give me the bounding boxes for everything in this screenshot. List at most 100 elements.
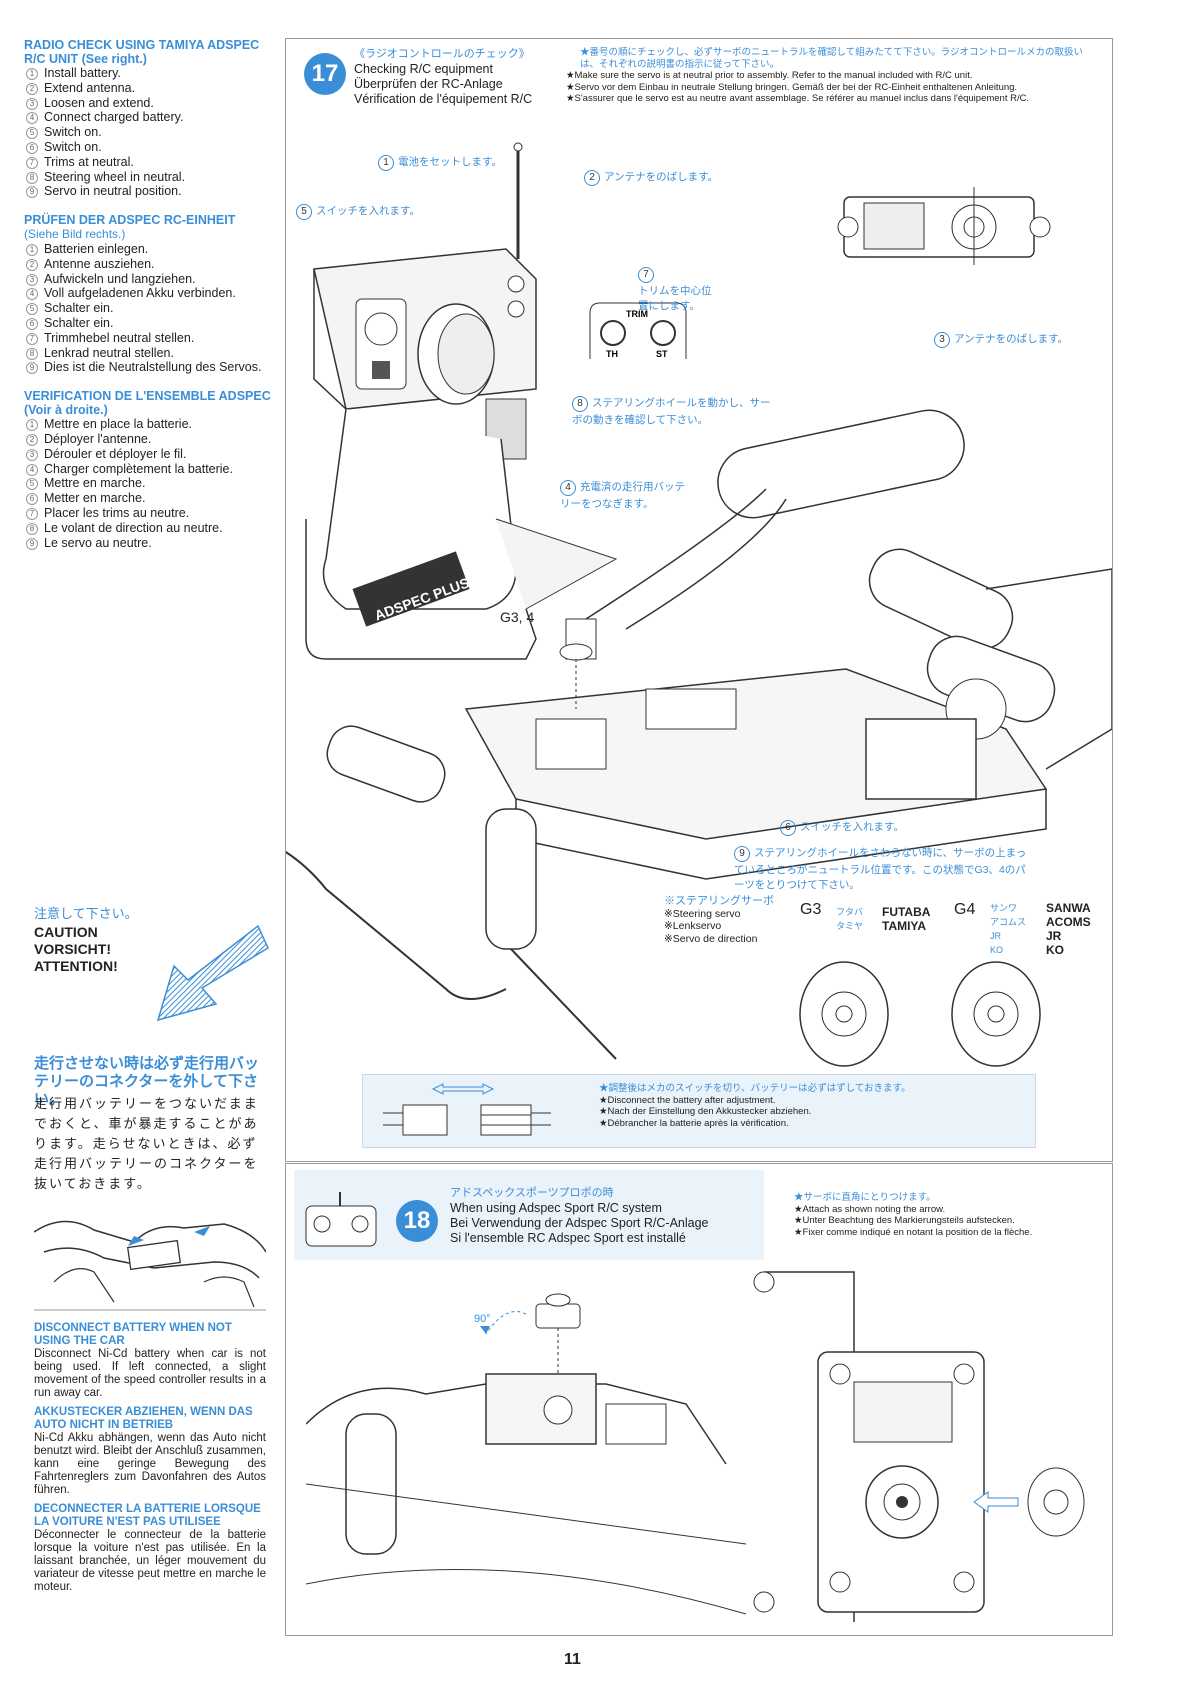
trim-inset: TRIM TH ST [589,302,687,359]
disconnect-body: Déconnecter le connecteur de la batterie… [34,1529,266,1593]
after-adjustment-note: ★調整後はメカのスイッチを切り、バッテリーは必ずはずしておきます。 ★Disco… [362,1074,1036,1148]
after-note-text: ★調整後はメカのスイッチを切り、バッテリーは必ずはずしておきます。 ★Disco… [599,1083,911,1129]
servo-horn-g4 [951,961,1041,1067]
g3-brands: FUTABA TAMIYA [882,905,931,933]
g34-label: G3, 4 [500,609,535,625]
g3-column: G3 [800,901,822,918]
step-title-jp: 《ラジオコントロールのチェック》 [354,48,530,60]
th-label: TH [606,349,618,359]
disconnect-body: Ni-Cd Akku abhängen, wenn das Auto nicht… [34,1432,266,1496]
connector-diagram [383,1083,551,1136]
servo-front-view [753,1271,1085,1622]
g3-brands-jp: フタバ タミヤ [836,907,864,931]
caution-label: ATTENTION! [34,958,118,974]
section-title: VERIFICATION DE L'ENSEMBLE ADSPEC (Voir … [24,389,271,418]
section-title: PRÜFEN DER ADSPEC RC-EINHEIT [24,213,236,228]
g4-brands: SANWA ACOMS JR KO [1046,901,1091,957]
chassis-illustration [286,409,1112,1060]
section-subtitle: (Siehe Bild rechts.) [24,227,126,242]
note-de: ★Servo vor dem Einbau in neutrale Stellu… [566,81,1018,93]
caution-labels: CAUTION VORSICHT! ATTENTION! [34,924,118,975]
step-number-badge: 17 [304,53,346,95]
step-title: 《ラジオコントロールのチェック》 Checking R/C equipment … [354,47,532,107]
st-label: ST [656,349,668,359]
step-17-panel: 17 《ラジオコントロールのチェック》 Checking R/C equipme… [285,38,1113,1162]
step-18-panel: 18 アドスペックスポーツプロポの時 When using Adspec Spo… [285,1163,1113,1636]
disconnect-body: Disconnect Ni-Cd battery when car is not… [34,1348,266,1399]
transmitter-illustration: ADSPEC PLUS [305,142,618,660]
section-english: RADIO CHECK USING TAMIYA ADSPEC R/C UNIT… [24,38,274,199]
trim-label: TRIM [626,309,648,319]
section-german: PRÜFEN DER ADSPEC RC-EINHEIT (Siehe Bild… [24,213,274,375]
sidebar: RADIO CHECK USING TAMIYA ADSPEC R/C UNIT… [24,38,274,564]
step-title-de: Überprüfen der RC-Anlage [354,77,503,91]
g4-column: G4 [954,901,976,918]
caution-jp-title: 走行させない時は必ず走行用バッテリーのコネクターを外して下さい。 [34,1055,260,1108]
step-title-en: Checking R/C equipment [354,62,493,76]
page-number: 11 [564,1651,581,1668]
note-en: ★Make sure the servo is at neutral prior… [566,70,973,81]
caution-label: VORSICHT! [34,941,111,957]
disconnect-section: DISCONNECT BATTERY WHEN NOT USING THE CA… [34,1322,266,1600]
battery-connector-illustration [34,1220,266,1311]
section-title: RADIO CHECK USING TAMIYA ADSPEC R/C UNIT… [24,38,260,66]
caution-jp: 注意して下さい。 [34,906,138,921]
note-fr: ★S'assurer que le servo est au neutre av… [566,93,1030,104]
angle-label: 90° [474,1313,491,1325]
note-jp: ★番号の順にチェックし、必ずサーボのニュートラルを確認して組みたてて下さい。ラジ… [580,47,1084,70]
caution-arrow-icon [156,924,269,1022]
receiver-inset [837,187,1051,265]
servo-labels: ※ステアリングサーボ ※Steering servo ※Lenkservo ※S… [664,895,774,945]
disconnect-title: AKKUSTECKER ABZIEHEN, WENN DAS AUTO NICH… [34,1406,253,1431]
step-title-fr: Vérification de l'équipement R/C [354,92,533,106]
disconnect-title: DECONNECTER LA BATTERIE LORSQUE LA VOITU… [34,1503,261,1528]
step18-title: アドスペックスポーツプロポの時 When using Adspec Sport … [450,1187,709,1245]
g4-brands-jp: サンワ アコムス JR KO [990,903,1027,955]
section-french: VERIFICATION DE L'ENSEMBLE ADSPEC (Voir … [24,389,274,550]
step18-notes: ★サーボに直角にとりつけます。 ★Attach as shown noting … [794,1192,1033,1238]
servo-horn-g3 [799,961,889,1067]
step-notes: ★番号の順にチェックし、必ずサーボのニュートラルを確認して組みたてて下さい。ラジ… [566,47,1096,105]
caution-label: CAUTION [34,924,98,940]
step-number-badge: 18 [396,1200,438,1242]
servo-assembly-illustration: 90° [306,1293,746,1615]
caution-jp-body: 走行用バッテリーをつないだままでおくと、車が暴走することがあります。走らせないと… [34,1096,259,1191]
